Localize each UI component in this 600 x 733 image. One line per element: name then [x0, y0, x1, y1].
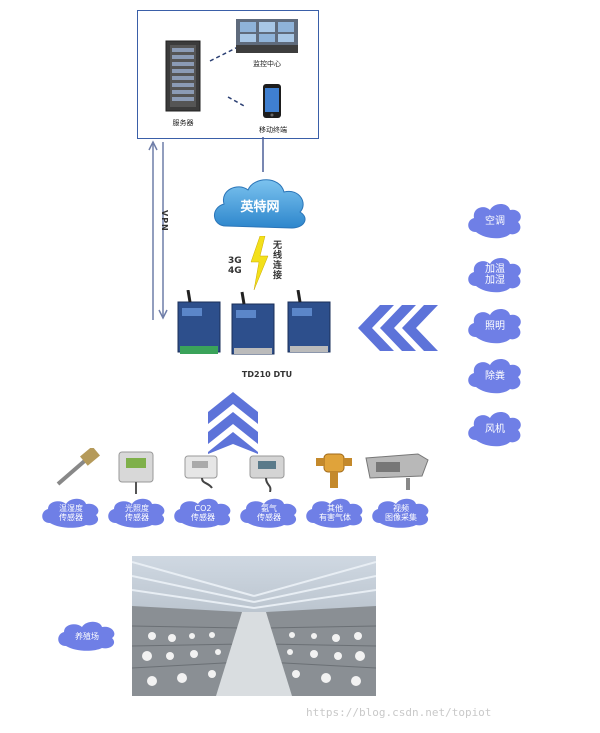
network-label: 3G 4G: [228, 256, 242, 276]
sensor-label: 光照度 传感器: [125, 504, 149, 522]
control-label: 加温 加湿: [485, 264, 505, 286]
watermark: https://blog.csdn.net/topiot: [306, 706, 492, 719]
co2-sensor-icon: [184, 455, 218, 489]
control-aircon: 空调: [466, 202, 524, 240]
cloud-icon: [214, 179, 306, 229]
dashed-links: [209, 46, 247, 108]
cloud-label: 英特网: [240, 200, 280, 215]
ammonia-sensor-icon: [249, 455, 285, 492]
dtu-device-1: [177, 290, 221, 354]
mobile-phone-icon: [263, 84, 281, 118]
sensor-label: 视频 图像采集: [385, 504, 417, 522]
sensor-ammonia: 氨气 传感器: [238, 497, 300, 529]
control-label: 照明: [485, 320, 505, 332]
farm-label-blob: 养殖场: [56, 620, 118, 652]
vpn-label: VPN: [160, 210, 169, 232]
control-label: 风机: [485, 423, 505, 435]
sensor-harmful-gas: 其他 有害气体: [304, 497, 366, 529]
sensor-co2: CO2 传感器: [172, 497, 234, 529]
connector-line: [262, 137, 264, 172]
control-label: 除粪: [485, 370, 505, 382]
temp-humidity-sensor-icon: [56, 448, 100, 486]
dtu-label: TD210 DTU: [241, 370, 293, 379]
chevron-up-arrows: [208, 392, 258, 454]
monitor-center-icon: [236, 19, 298, 53]
lightning-icon: [250, 236, 269, 290]
vpn-arrows: [148, 140, 168, 320]
sensor-label: 其他 有害气体: [319, 504, 351, 522]
server-label: 服务器: [172, 119, 194, 127]
sensor-light: 光照度 传感器: [106, 497, 168, 529]
sensor-temp-humidity: 温湿度 传感器: [40, 497, 102, 529]
dtu-device-3: [287, 290, 331, 353]
server-icon: [165, 40, 201, 112]
wireless-label: 无线连接: [271, 240, 281, 280]
mobile-label: 移动终端: [259, 126, 287, 134]
control-fan: 风机: [466, 410, 524, 448]
camera-icon: [365, 453, 429, 490]
control-heating-humidify: 加温 加湿: [466, 256, 524, 294]
light-sensor-icon: [118, 451, 154, 494]
gas-detector-icon: [316, 453, 352, 488]
farm-label: 养殖场: [75, 631, 99, 641]
control-manure-removal: 除粪: [466, 357, 524, 395]
sensor-label: 氨气 传感器: [257, 504, 281, 522]
control-label: 空调: [485, 215, 505, 227]
sensor-label: 温湿度 传感器: [59, 504, 83, 522]
sensor-label: CO2 传感器: [191, 504, 215, 522]
monitor-label: 监控中心: [253, 60, 281, 68]
sensor-video: 视频 图像采集: [370, 497, 432, 529]
chevron-left-arrows: [358, 305, 438, 351]
dtu-devices: [177, 290, 331, 355]
dtu-device-2: [231, 291, 275, 355]
poultry-farm-photo: [132, 556, 376, 696]
cloud-platform-box: 服务器 监控中心 移动终端: [137, 10, 319, 139]
control-lighting: 照明: [466, 307, 524, 345]
